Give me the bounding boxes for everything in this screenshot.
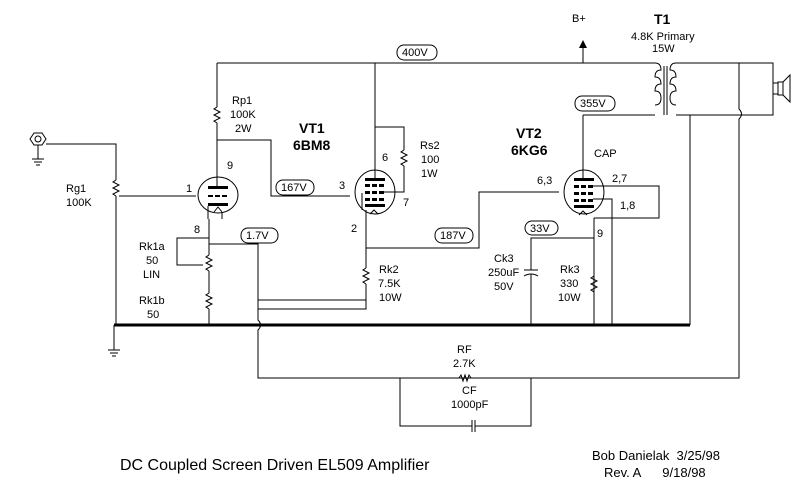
vt1-ref: VT1 (299, 120, 325, 136)
t1-spec-primary: 4.8K Primary (631, 31, 695, 43)
rk2-ref: Rk2 (379, 264, 399, 276)
rs2-resistor-icon (399, 149, 409, 167)
rk1a-ref: Rk1a (139, 241, 166, 253)
vt2-suppressor-wire (593, 198, 613, 325)
rs2-top-wire (375, 126, 405, 145)
pentode-to-vt2-grid-wire (366, 191, 559, 249)
revision-line: Rev. A 9/18/98 (604, 465, 706, 480)
b-plus-label: B+ (572, 13, 586, 25)
svg-text:33V: 33V (530, 223, 550, 235)
cf-ref: CF (462, 385, 477, 397)
voltage-tag-vt1-triode-cathode: 1.7V (240, 227, 279, 244)
pin-vt1-8: 8 (194, 224, 200, 236)
cf-loop-wire (399, 378, 532, 427)
b-plus-rail (217, 40, 655, 64)
pin-vt1-6: 6 (382, 152, 388, 164)
rs2-ref: Rs2 (420, 140, 440, 152)
rf-resistor-icon (458, 373, 472, 383)
voltage-tag-vt1-triode-plate: 167V (275, 179, 315, 196)
cf-capacitor-icon (466, 420, 482, 432)
schematic-title: DC Coupled Screen Driven EL509 Amplifier (120, 457, 430, 474)
voltage-tag-vt2-plate: 355V (574, 95, 616, 112)
pin-vt2-2-7: 2,7 (612, 173, 627, 185)
rk3-ref: Rk3 (560, 264, 580, 276)
rk2-rating: 10W (379, 292, 402, 304)
rk2-value: 7.5K (378, 278, 401, 290)
pin-vt1-1: 1 (186, 183, 192, 195)
svg-text:167V: 167V (281, 182, 307, 194)
author-line: Bob Danielak 3/25/98 (592, 448, 720, 463)
rk2-resistor-icon (361, 267, 371, 285)
rk1a-wiper-wire (176, 237, 209, 266)
svg-text:355V: 355V (580, 98, 606, 110)
secondary-loop-wire (676, 62, 774, 116)
b-plus-arrow-icon (579, 40, 587, 48)
rs2-value: 100 (421, 154, 439, 166)
input-wire (46, 143, 117, 180)
pin-vt1-3: 3 (339, 180, 345, 192)
rk1a-value: 50 (146, 255, 158, 267)
t1-spec-power: 15W (652, 43, 675, 55)
rk1b-value: 50 (147, 309, 159, 321)
feedback-return-wire (257, 299, 400, 379)
rg1-value: 100K (66, 197, 92, 209)
svg-text:187V: 187V (440, 230, 466, 242)
voltage-tag-vt1-pentode-cathode: 187V (434, 227, 474, 244)
ck3-rating: 50V (494, 281, 514, 293)
vt2-screen-wire (593, 185, 660, 219)
speaker-icon (773, 73, 791, 104)
cathode-to-feedback-wire (209, 243, 259, 300)
vt1-type: 6BM8 (293, 137, 331, 153)
pin-vt2-1-8: 1,8 (620, 200, 635, 212)
rk3-resistor-icon (589, 275, 599, 293)
rp1-resistor-icon (212, 106, 222, 124)
rp1-ref: Rp1 (232, 95, 252, 107)
t1-ref: T1 (654, 11, 671, 27)
rk3-rating: 10W (558, 292, 581, 304)
rp1-rating: 2W (235, 123, 252, 135)
rg1-ref: Rg1 (66, 183, 86, 195)
svg-text:1.7V: 1.7V (246, 230, 269, 242)
vt2-ref: VT2 (516, 125, 542, 141)
triode-to-pentode-wire (217, 139, 350, 197)
rg1-resistor-icon (111, 179, 196, 325)
voltage-tag-vt2-cathode: 33V (524, 220, 559, 236)
pin-vt2-9: 9 (597, 228, 603, 240)
ck3-top-wire (530, 237, 594, 270)
pin-vt2-6-3: 6,3 (537, 175, 552, 187)
rk1b-resistor-icon (204, 292, 214, 310)
input-jack-icon (29, 132, 47, 166)
pin-vt1-9: 9 (227, 160, 233, 172)
svg-text:400V: 400V (402, 47, 428, 59)
voltage-tag-b-plus: 400V (396, 44, 438, 61)
feedback-from-secondary-wire (400, 63, 742, 379)
rk3-value: 330 (560, 278, 578, 290)
ck3-capacitor-icon (523, 269, 539, 325)
vt2-cap-label: CAP (594, 148, 617, 160)
rs2-bottom-wire (384, 145, 405, 193)
vt2-pentode-icon (563, 169, 605, 216)
ground-icon (108, 325, 120, 357)
ck3-value: 250uF (488, 267, 519, 279)
vt1-triode-icon (197, 176, 239, 219)
rf-value: 2.7K (453, 358, 476, 370)
pin-vt1-2: 2 (351, 223, 357, 235)
rk1a-potentiometer-icon (204, 254, 214, 272)
ck3-ref: Ck3 (494, 253, 514, 265)
t1-transformer-icon (654, 62, 677, 115)
cf-value: 1000pF (451, 399, 489, 411)
rs2-rating: 1W (421, 168, 438, 180)
rf-ref: RF (457, 344, 472, 356)
pin-vt1-7: 7 (403, 197, 409, 209)
rk1b-ref: Rk1b (139, 295, 165, 307)
rk2-bottom-wire (258, 284, 367, 310)
rp1-value: 100K (230, 109, 256, 121)
vt2-type: 6KG6 (511, 142, 548, 158)
rk1a-rating: LIN (143, 269, 160, 281)
